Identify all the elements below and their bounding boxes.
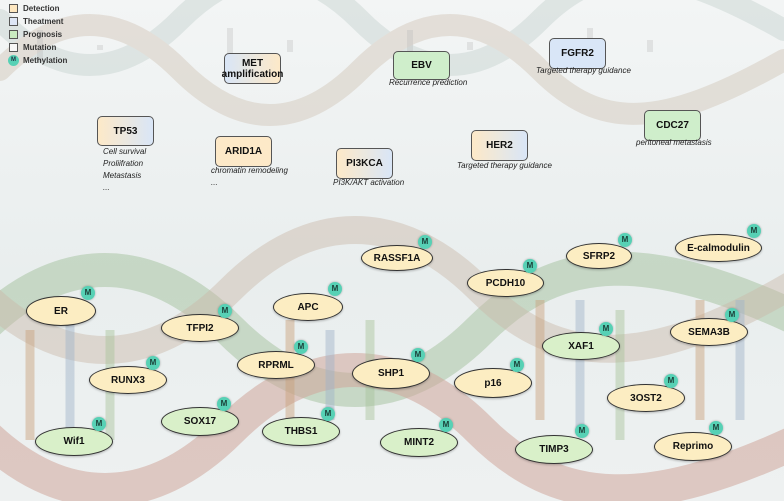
legend-label: Detection [23,4,60,13]
gene-node-sfrp2: SFRP2 [566,243,632,269]
mutation-box-her2: HER2 [471,130,528,161]
gene-node-timp3: TIMP3 [515,435,593,464]
gene-node-sema3b: SEMA3B [670,318,748,346]
methylation-marker-icon: M [709,421,723,435]
methylation-marker-icon: M [439,418,453,432]
mutation-box-cdc27: CDC27 [644,110,701,141]
methylation-marker-icon: M [523,259,537,273]
legend-item-methylation: M Methylation [6,54,67,67]
methylation-marker-icon: M [418,235,432,249]
methylation-marker-icon: M [328,282,342,296]
legend-swatch [9,30,18,39]
legend-label: Theatment [23,17,64,26]
methylation-marker-icon: M [411,348,425,362]
methylation-marker-icon: M [664,374,678,388]
methylation-marker-icon: M [146,356,160,370]
legend-label: Methylation [23,56,68,65]
methylation-marker-icon: M [81,286,95,300]
mutation-caption-tp53: ... [103,183,110,192]
methylation-marker-icon: M [725,308,739,322]
gene-node-rassf1a: RASSF1A [361,245,433,271]
mutation-caption-tp53: Proliifration [103,159,144,168]
gene-node-p16: p16 [454,368,532,398]
mutation-caption-arid1a: chromatin remodeling [211,166,288,175]
mutation-caption-pi3kca: PI3K/AKT activation [333,178,405,187]
legend-item-mutation: Mutation [6,41,67,54]
legend-item-detection: Detection [6,2,67,15]
methylation-marker-icon: M [8,55,19,66]
legend-label: Mutation [23,43,57,52]
methylation-marker-icon: M [218,304,232,318]
gene-node-pcdh10: PCDH10 [467,269,544,297]
mutation-caption-ebv: Recurrence prediction [389,78,468,87]
gene-node-reprimo: Reprimo [654,432,732,461]
gene-node-er: ER [26,296,96,326]
legend-swatch [9,17,18,26]
gene-node-mint2: MINT2 [380,428,458,457]
gene-node-3ost2: 3OST2 [607,384,685,412]
methylation-marker-icon: M [321,407,335,421]
gene-node-apc: APC [273,293,343,321]
gene-node-shp1: SHP1 [352,358,430,389]
gene-node-tfpi2: TFPI2 [161,314,239,342]
gene-node-runx3: RUNX3 [89,366,167,394]
legend-swatch [9,4,18,13]
legend-label: Prognosis [23,30,63,39]
methylation-marker-icon: M [575,424,589,438]
methylation-marker-icon: M [92,417,106,431]
gene-node-xaf1: XAF1 [542,332,620,360]
gene-node-rprml: RPRML [237,351,315,379]
methylation-marker-icon: M [217,397,231,411]
methylation-marker-icon: M [747,224,761,238]
legend-item-prognosis: Prognosis [6,28,67,41]
mutation-caption-arid1a: ... [211,178,218,187]
methylation-marker-icon: M [599,322,613,336]
mutation-caption-cdc27: peritoneal metastasis [636,138,712,147]
mutation-caption-tp53: Cell survival [103,147,147,156]
mutation-caption-her2: Targeted therapy guidance [457,161,552,170]
methylation-marker-icon: M [294,340,308,354]
mutation-box-tp53: TP53 [97,116,154,146]
mutation-box-fgfr2: FGFR2 [549,38,606,69]
legend-swatch [9,43,18,52]
gene-node-thbs1: THBS1 [262,417,340,446]
gene-node-ecalmodulin: E-calmodulin [675,234,762,262]
gene-node-sox17: SOX17 [161,407,239,436]
gene-node-wif1: Wif1 [35,427,113,456]
mutation-box-met: MET amplification [222,53,283,84]
mutation-box-ebv: EBV [393,51,450,80]
methylation-marker-icon: M [618,233,632,247]
mutation-box-pi3kca: PI3KCA [336,148,393,179]
mutation-box-arid1a: ARID1A [215,136,272,167]
methylation-marker-icon: M [510,358,524,372]
legend-item-theatment: Theatment [6,15,67,28]
mutation-caption-tp53: Metastasis [103,171,142,180]
mutation-caption-fgfr2: Targeted therapy guidance [536,66,631,75]
